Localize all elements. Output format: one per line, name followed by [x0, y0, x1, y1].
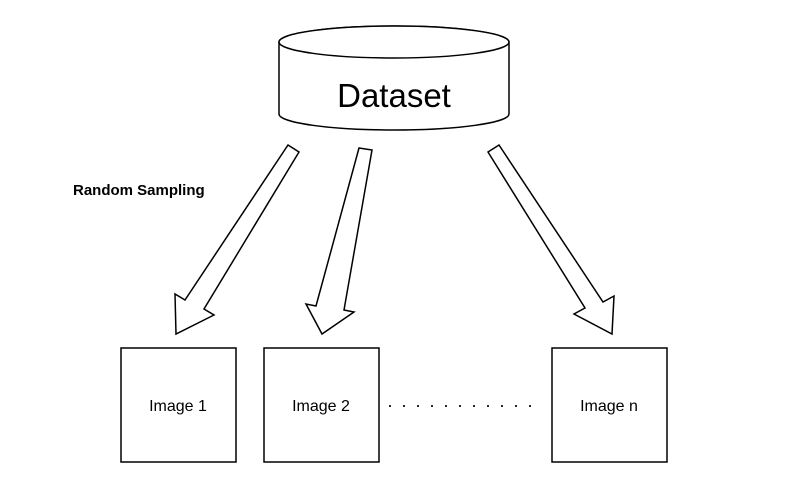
image-2-frame — [263, 347, 380, 463]
image-n-label: Image n — [580, 398, 638, 415]
image-n-frame — [551, 347, 668, 463]
dataset-label: Dataset — [337, 77, 451, 114]
image-2-label: Image 2 — [292, 398, 350, 415]
arrow-to-image-2 — [304, 147, 373, 336]
dataset-cylinder-top — [278, 25, 510, 59]
image-box-1: Image 1 — [120, 347, 237, 463]
arrow-to-image-n — [486, 143, 615, 336]
arrow-to-image-1 — [174, 143, 301, 336]
image-1-label: Image 1 — [149, 398, 207, 415]
ellipsis-dots: . . . . . . . . . . . — [387, 391, 534, 411]
image-box-2: Image 2 — [263, 347, 380, 463]
sampling-arrows — [174, 143, 615, 336]
image-1-frame — [120, 347, 237, 463]
image-box-n: Image n — [551, 347, 668, 463]
dataset-cylinder: Dataset — [278, 25, 510, 131]
random-sampling-label: Random Sampling — [73, 182, 205, 199]
